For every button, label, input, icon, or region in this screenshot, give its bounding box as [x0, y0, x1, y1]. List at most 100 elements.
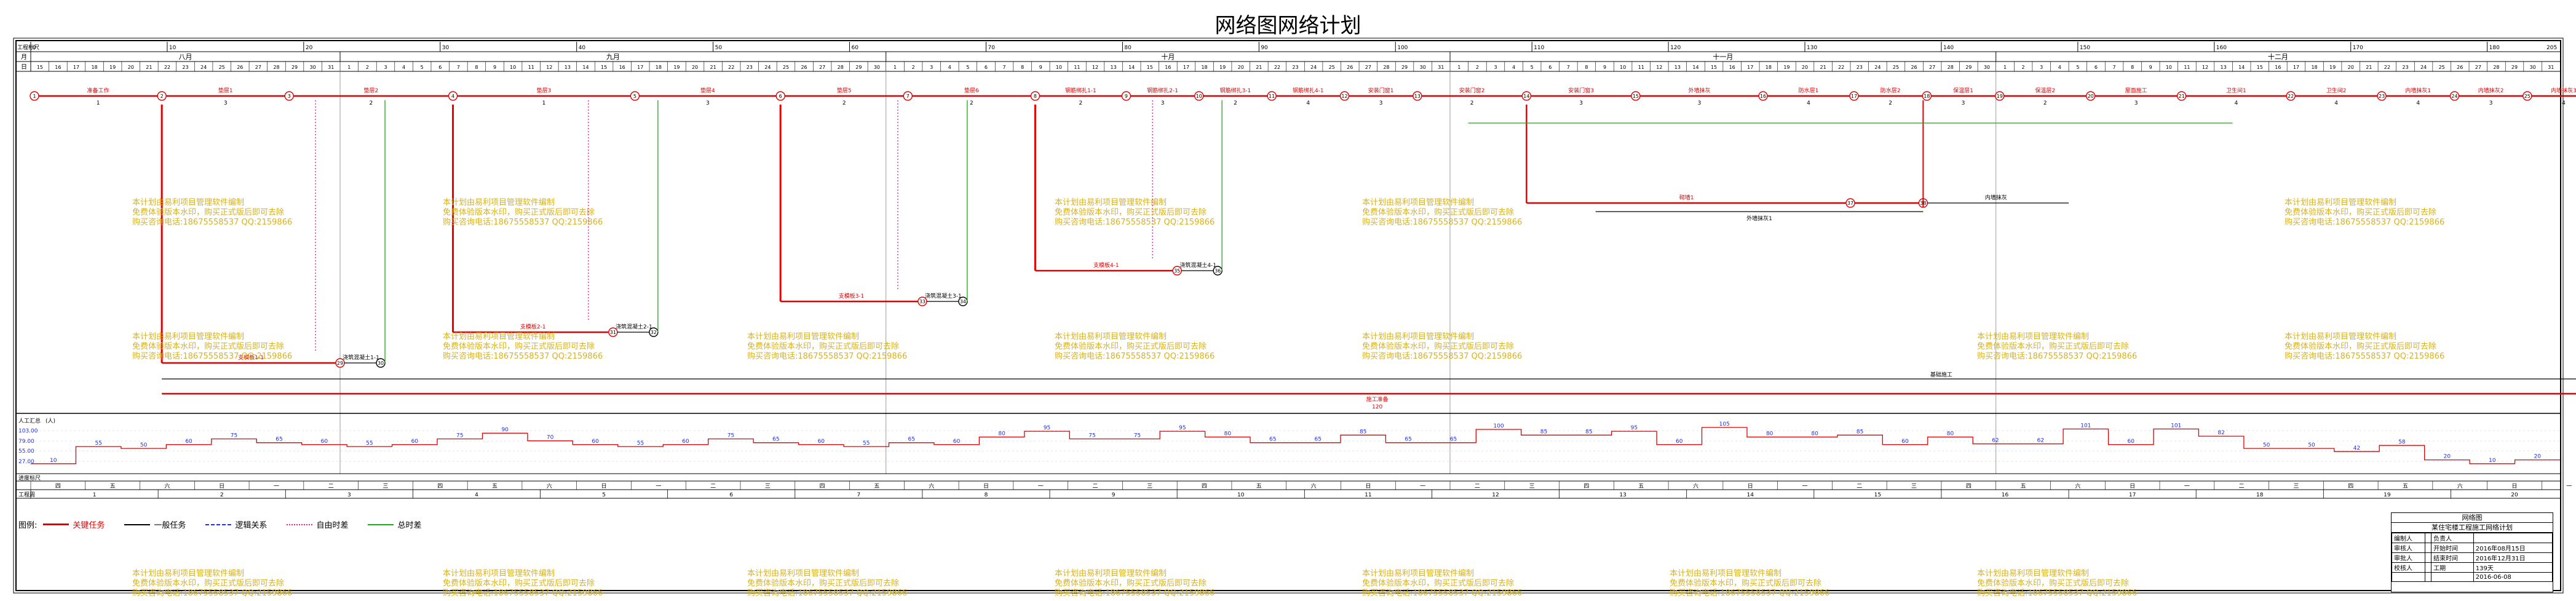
day-label: 6 [985, 65, 988, 70]
day-label: 26 [2457, 65, 2463, 70]
day-label: 22 [1838, 65, 1844, 70]
day-label: 24 [764, 65, 771, 70]
day-label: 25 [783, 65, 789, 70]
activity-label: 安装门窗1 [1368, 87, 1394, 94]
activity-label: 内墙抹灰 [1985, 194, 2007, 201]
weekday-label: 三 [765, 484, 771, 490]
day-label: 29 [855, 65, 862, 70]
network-node [1758, 91, 1768, 101]
day-label: 17 [1747, 65, 1753, 70]
weekday-label: 四 [1202, 484, 1207, 490]
day-label: 1 [1457, 65, 1460, 70]
ruler-tick: 30 [442, 45, 450, 51]
node-number: 12 [1341, 94, 1347, 99]
weekday-label: 二 [2239, 484, 2245, 490]
labor-value: 65 [1450, 437, 1457, 443]
activity-label: 砌墙1 [1679, 194, 1694, 201]
day-label: 28 [1383, 65, 1389, 70]
weekday-label: 六 [1693, 482, 1698, 490]
day-label: 16 [619, 65, 625, 70]
node-number: 4 [451, 94, 454, 99]
labor-value: 60 [321, 439, 328, 445]
week-number: 18 [2256, 492, 2264, 498]
ruler-tick: 60 [852, 45, 859, 51]
day-label: 19 [109, 65, 116, 70]
progress-scale: 进度标尺工程周四五六日一二三四五六日一二三四五六日一二三四五六日一二三四五六日一… [16, 474, 2572, 499]
weekday-label: 一 [2184, 484, 2190, 490]
weekday-label: 二 [1857, 484, 1862, 490]
day-label: 28 [838, 65, 844, 70]
activity-label: 保温层1 [1953, 87, 1973, 94]
day-label: 4 [402, 65, 405, 70]
network-node [630, 91, 640, 101]
ruler-tick: 110 [1534, 45, 1544, 51]
labor-value: 10 [50, 458, 57, 464]
activity-label: 施工准备 [1366, 396, 1389, 403]
activity-label: 防水层2 [1880, 87, 1901, 94]
network-node [1521, 91, 1532, 101]
labor-value: 75 [456, 433, 463, 439]
day-label: 10 [1620, 65, 1626, 70]
labor-value: 10 [2489, 458, 2496, 464]
week-number: 13 [1619, 492, 1626, 498]
activity-label: 2 [1079, 100, 1083, 106]
day-label: 16 [2275, 65, 2281, 70]
activity-label: 1 [542, 100, 546, 106]
activity-label: 钢筋绑扎4-1 [1293, 87, 1324, 94]
node-number: 31 [610, 330, 616, 335]
weekday-label: 六 [1311, 482, 1317, 490]
week-number: 19 [2384, 492, 2391, 498]
node-number: 10 [1196, 94, 1202, 99]
node-number: 35 [1174, 268, 1180, 274]
node-number: 32 [651, 330, 657, 335]
labor-value: 65 [275, 437, 282, 443]
ruler-tick: 160 [2216, 45, 2227, 51]
weekday-label: 三 [382, 484, 388, 490]
day-label: 31 [2548, 65, 2554, 70]
weekday-label: 五 [1256, 484, 1262, 490]
day-label: 19 [2329, 65, 2336, 70]
day-label: 15 [1711, 65, 1717, 70]
week-number: 12 [1492, 492, 1499, 498]
day-label: 3 [384, 65, 387, 70]
ruler-tick: 0 [33, 45, 36, 51]
day-label: 22 [164, 65, 170, 70]
day-label: 29 [291, 65, 298, 70]
day-label: 4 [948, 65, 951, 70]
day-label: 14 [1128, 65, 1135, 70]
labor-value: 75 [231, 433, 237, 439]
labor-value: 75 [1134, 433, 1141, 439]
labor-unit: (人) [46, 418, 55, 424]
labor-value: 20 [2534, 454, 2542, 460]
day-label: 18 [656, 65, 662, 70]
day-label: 25 [219, 65, 225, 70]
day-label: 12 [1092, 65, 1098, 70]
day-label: 13 [1674, 65, 1681, 70]
day-label: 26 [1347, 65, 1353, 70]
node-number: 14 [1523, 94, 1529, 99]
week-number: 6 [729, 492, 733, 498]
day-label: 14 [1692, 65, 1698, 70]
labor-scale-tick: 27.00 [18, 459, 34, 465]
weekday-label: 三 [1147, 484, 1152, 490]
labor-value: 58 [2398, 439, 2406, 445]
network-node [1194, 91, 1204, 101]
labor-value: 80 [1766, 431, 1773, 437]
activity-label: 安装门窗2 [1459, 87, 1485, 94]
weekday-label: 一 [1420, 484, 1425, 490]
labor-value: 75 [1088, 433, 1095, 439]
day-label: 20 [1238, 65, 1244, 70]
day-label: 17 [73, 65, 79, 70]
month-label: 九月 [606, 53, 620, 61]
day-label: 4 [1512, 65, 1515, 70]
network-node [1631, 91, 1641, 101]
activity-label: 垫层2 [364, 87, 379, 94]
day-label: 11 [2184, 65, 2190, 70]
day-label: 23 [747, 65, 753, 70]
activity-label: 2 [1234, 100, 1237, 106]
node-number: 17 [1851, 94, 1857, 99]
activity-label: 防水层1 [1799, 87, 1819, 94]
weekday-label: 日 [601, 483, 607, 490]
